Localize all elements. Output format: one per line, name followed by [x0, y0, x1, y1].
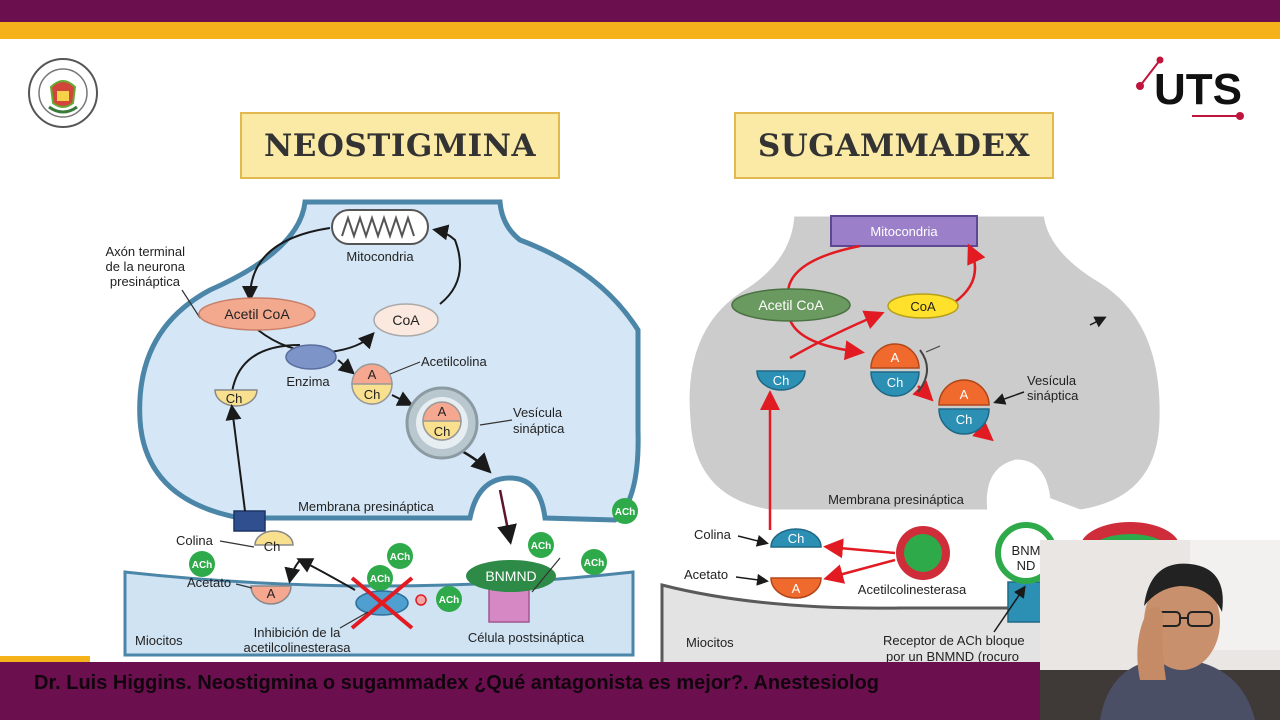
coa-label-right: CoA [910, 299, 936, 314]
ach-label-1: ACh [192, 560, 213, 571]
a-label-2: A [438, 404, 447, 419]
neostigmina-diagram: Mitocondria Axón terminal de la neurona … [105, 199, 641, 657]
acetil-coa-label: Acetil CoA [224, 306, 290, 322]
enzima-label: Enzima [286, 374, 330, 389]
colina-label: Colina [176, 533, 214, 548]
mitocondria-label: Mitocondria [346, 249, 414, 264]
axon-label-2: de la neurona [105, 259, 185, 274]
vesicula-label-right-2: sináptica [1027, 388, 1079, 403]
coa-label: CoA [392, 312, 420, 328]
top-banner-stripe [0, 22, 1280, 39]
uts-logo-text: UTS [1154, 65, 1242, 114]
top-banner-bar [0, 0, 1280, 22]
transporter-icon [233, 510, 266, 532]
membrana-label: Membrana presináptica [298, 499, 435, 514]
mitochondria-icon [331, 209, 429, 245]
ch-label-right: Ch [773, 373, 790, 388]
presenter-face [1144, 574, 1220, 670]
ch-label-right-2: Ch [956, 412, 973, 427]
ch-label-colina: Ch [264, 539, 281, 554]
sugammadex-title: SUGAMMADEX [734, 112, 1054, 179]
a-label-right-1: A [891, 350, 900, 365]
acetato-label-right: Acetato [684, 567, 728, 582]
a-label-right-2: A [960, 387, 969, 402]
ach-label-6: ACh [584, 558, 605, 569]
neostigmina-molecule-icon [415, 594, 427, 606]
vesicula-label-right-1: Vesícula [1027, 373, 1077, 388]
axon-label-3: presináptica [110, 274, 181, 289]
vesicula-label-1: Vesícula [513, 405, 563, 420]
receptor-label-1: Receptor de ACh bloque [883, 633, 1025, 648]
ch-label-colina-right: Ch [788, 531, 805, 546]
inhibicion-label-1: Inhibición de la [254, 625, 341, 640]
ach-label-5: ACh [531, 541, 552, 552]
receptor-label-2: por un BNMND (rocuro [886, 649, 1019, 664]
university-seal-icon [28, 58, 98, 128]
mitocondria-label-right: Mitocondria [870, 224, 938, 239]
acetilcolinesterasa-label-right: Acetilcolinesterasa [858, 582, 967, 597]
inhibition-cross-icon [350, 576, 414, 630]
axon-terminal [137, 199, 641, 523]
ach-label-3: ACh [370, 574, 391, 585]
uts-logo-icon: UTS [1136, 56, 1244, 120]
miocitos-label-left: Miocitos [135, 633, 183, 648]
celula-postsinaptica-label: Célula postsináptica [468, 630, 585, 645]
ach-molecules: ACh ACh ACh ACh ACh ACh ACh [189, 498, 638, 612]
colina-label-right: Colina [694, 527, 732, 542]
ach-label-2: ACh [390, 552, 411, 563]
ach-label-7: ACh [615, 507, 636, 518]
membrana-label-right: Membrana presináptica [828, 492, 965, 507]
bnmnd-label-right-2: ND [1017, 558, 1036, 573]
receptor-icon [488, 587, 530, 623]
ch-label-left: Ch [226, 391, 243, 406]
footer-stripe [0, 656, 90, 664]
bnmnd-icon [466, 560, 556, 592]
acetilcolina-label: Acetilcolina [421, 354, 488, 369]
ach-label-4: ACh [439, 595, 460, 606]
bnmnd-label-right-1: BNM [1012, 543, 1041, 558]
acetil-coa-label-right: Acetil CoA [758, 297, 824, 313]
a-label-acetato-right: A [792, 581, 801, 596]
presenter-hand [1137, 607, 1166, 680]
vesicula-label-2: sináptica [513, 421, 565, 436]
acetato-label: Acetato [187, 575, 231, 590]
miocitos-label-right: Miocitos [686, 635, 734, 650]
a-label-acetato: A [267, 586, 276, 601]
axon-terminal-right [684, 211, 1165, 515]
enzima-icon [285, 344, 337, 370]
video-caption: Dr. Luis Higgins. Neostigmina o sugammad… [34, 672, 879, 694]
ch-label-2: Ch [434, 424, 451, 439]
neostigmina-title: NEOSTIGMINA [240, 112, 560, 179]
presenter-webcam [1040, 540, 1280, 720]
axon-label-1: Axón terminal [106, 244, 186, 259]
inhibicion-label-2: acetilcolinesterasa [244, 640, 352, 655]
mitocondria-box [830, 215, 978, 247]
bnmnd-label: BNMND [485, 568, 536, 584]
presenter-shirt [1100, 658, 1255, 720]
a-label-1: A [368, 367, 377, 382]
ch-label-1: Ch [364, 387, 381, 402]
ch-label-right-1: Ch [887, 375, 904, 390]
